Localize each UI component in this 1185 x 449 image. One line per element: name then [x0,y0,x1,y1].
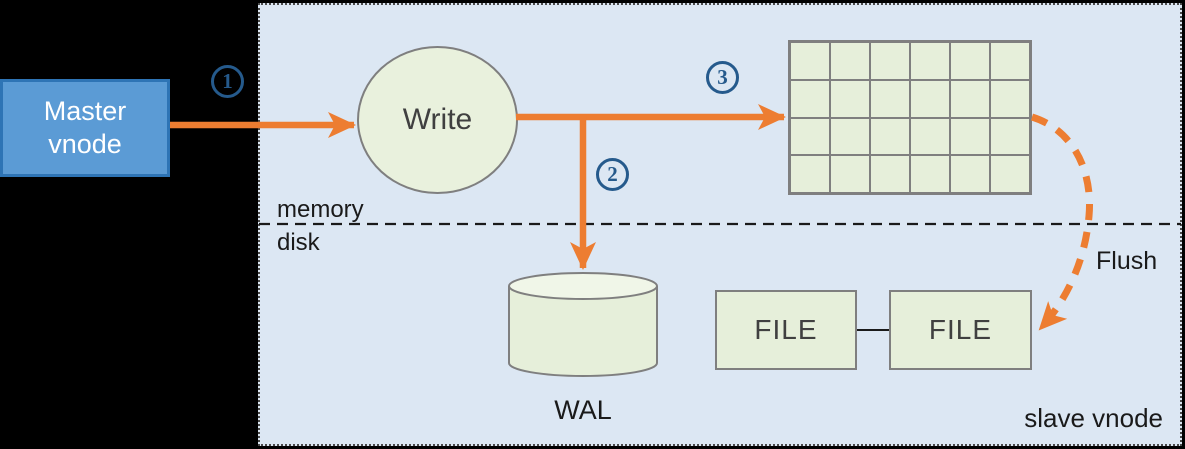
memtable-cell [950,79,990,118]
memory-label: memory [277,196,364,223]
memtable-cell [990,42,1030,80]
step-badge-1-number: 1 [222,69,233,93]
write-node-label: Write [402,103,473,136]
disk-label: disk [277,229,320,256]
memtable-cell [790,42,830,80]
memtable-cell [790,79,830,118]
memtable-cell [910,79,950,118]
memtable-cell [870,79,910,118]
memtable-cell [950,117,990,156]
memtable-cell [830,155,870,193]
step-badge-2: 2 [596,158,629,191]
step-badge-2-number: 2 [607,162,618,186]
master-vnode-label-line2: vnode [48,129,122,159]
memtable-cell [990,155,1030,193]
file-box-1: FILE [715,290,857,370]
memtable-cell [910,155,950,193]
file-box-2: FILE [889,290,1032,370]
step-badge-3-number: 3 [717,65,728,89]
memtable-cell [790,155,830,193]
memtable-cell [790,117,830,156]
memtable-cell [870,42,910,80]
memtable-cell [910,42,950,80]
memtable-cell [990,117,1030,156]
step-badge-3: 3 [706,61,739,94]
file-box-1-label: FILE [754,314,818,345]
slave-vnode-label: slave vnode [1024,403,1163,433]
memtable-cell [990,79,1030,118]
memtable-cell [870,155,910,193]
master-vnode-label-line1: Master [43,96,127,127]
memtable-cell [830,117,870,156]
flush-label: Flush [1096,247,1158,275]
master-vnode-box: Master vnode [0,79,170,177]
memtable-grid [788,40,1032,195]
wal-label: WAL [554,395,612,425]
write-node: Write [357,46,518,194]
memtable-cell [830,42,870,80]
step-badge-1: 1 [211,65,244,98]
memtable-cell [830,79,870,118]
memtable-cell [910,117,950,156]
memtable-cell [870,117,910,156]
memtable-cell [950,42,990,80]
file-box-2-label: FILE [928,314,993,345]
memtable-cell [950,155,990,193]
